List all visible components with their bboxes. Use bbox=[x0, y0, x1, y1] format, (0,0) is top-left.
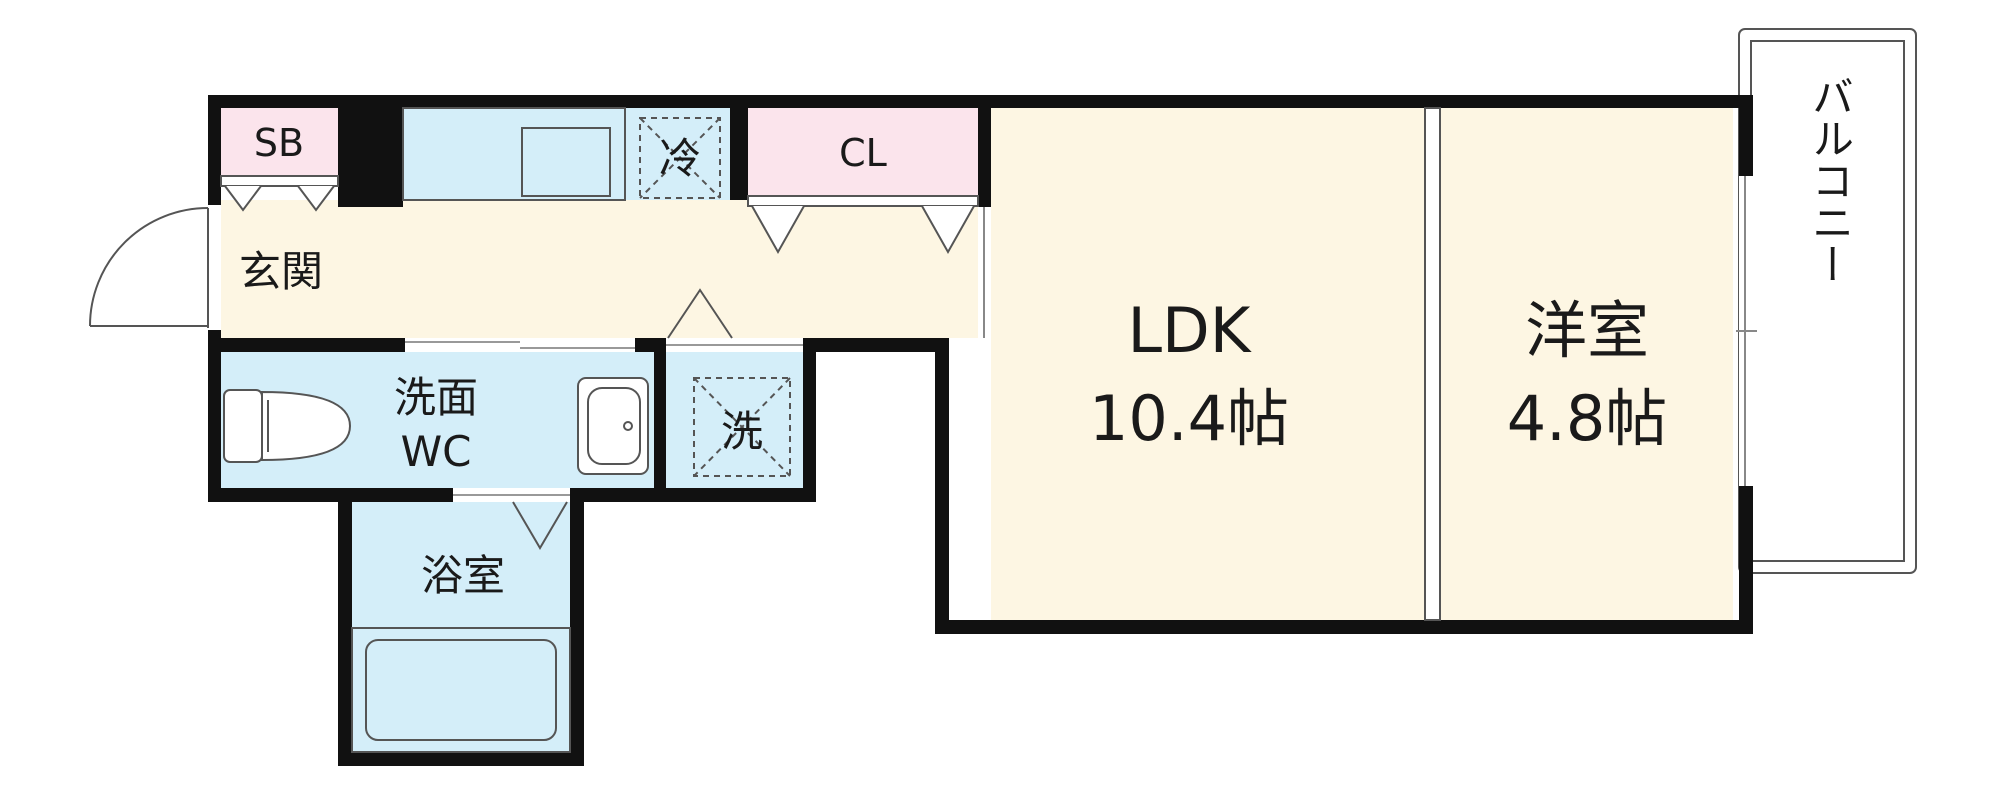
washer-icon bbox=[693, 377, 791, 477]
storage-fronts bbox=[220, 175, 979, 255]
entrance-door-swing bbox=[89, 207, 209, 328]
bath-door-mark bbox=[512, 501, 568, 550]
sb-label: SB bbox=[254, 121, 304, 165]
room-partition bbox=[1424, 107, 1441, 621]
fridge-space bbox=[625, 108, 730, 200]
bath-label: 浴室 bbox=[421, 551, 505, 600]
genkan-label: 玄関 bbox=[239, 247, 323, 296]
openings bbox=[208, 176, 1757, 502]
kitchen-counter bbox=[403, 108, 625, 200]
hall-floor bbox=[347, 200, 978, 338]
washer-label: 洗 bbox=[721, 407, 763, 456]
sb-floor bbox=[221, 108, 338, 176]
western-room-label: 洋室 bbox=[1525, 294, 1649, 367]
western-room-floor bbox=[1440, 108, 1733, 628]
fridge-label: 冷 bbox=[659, 134, 701, 183]
ldk-area: 10.4帖 bbox=[1089, 382, 1289, 455]
genkan-floor bbox=[221, 200, 347, 338]
wc-label: WC bbox=[401, 427, 472, 476]
western-room-area: 4.8帖 bbox=[1507, 382, 1668, 455]
closet-floor bbox=[748, 108, 978, 200]
toilet-icon bbox=[223, 389, 352, 463]
balcony-label: バルコニー bbox=[1806, 75, 1855, 285]
ldk-floor bbox=[991, 108, 1425, 628]
ldk-label: LDK bbox=[1128, 294, 1252, 367]
washroom-label: 洗面 bbox=[394, 373, 478, 422]
closet-label: CL bbox=[839, 131, 887, 175]
balcony bbox=[1738, 28, 1917, 574]
bathtub-icon bbox=[351, 627, 571, 753]
hall-door-mark bbox=[667, 288, 733, 339]
fridge-icon bbox=[639, 117, 721, 199]
kitchen-sink bbox=[402, 107, 626, 201]
wash-basin-icon bbox=[577, 377, 649, 475]
